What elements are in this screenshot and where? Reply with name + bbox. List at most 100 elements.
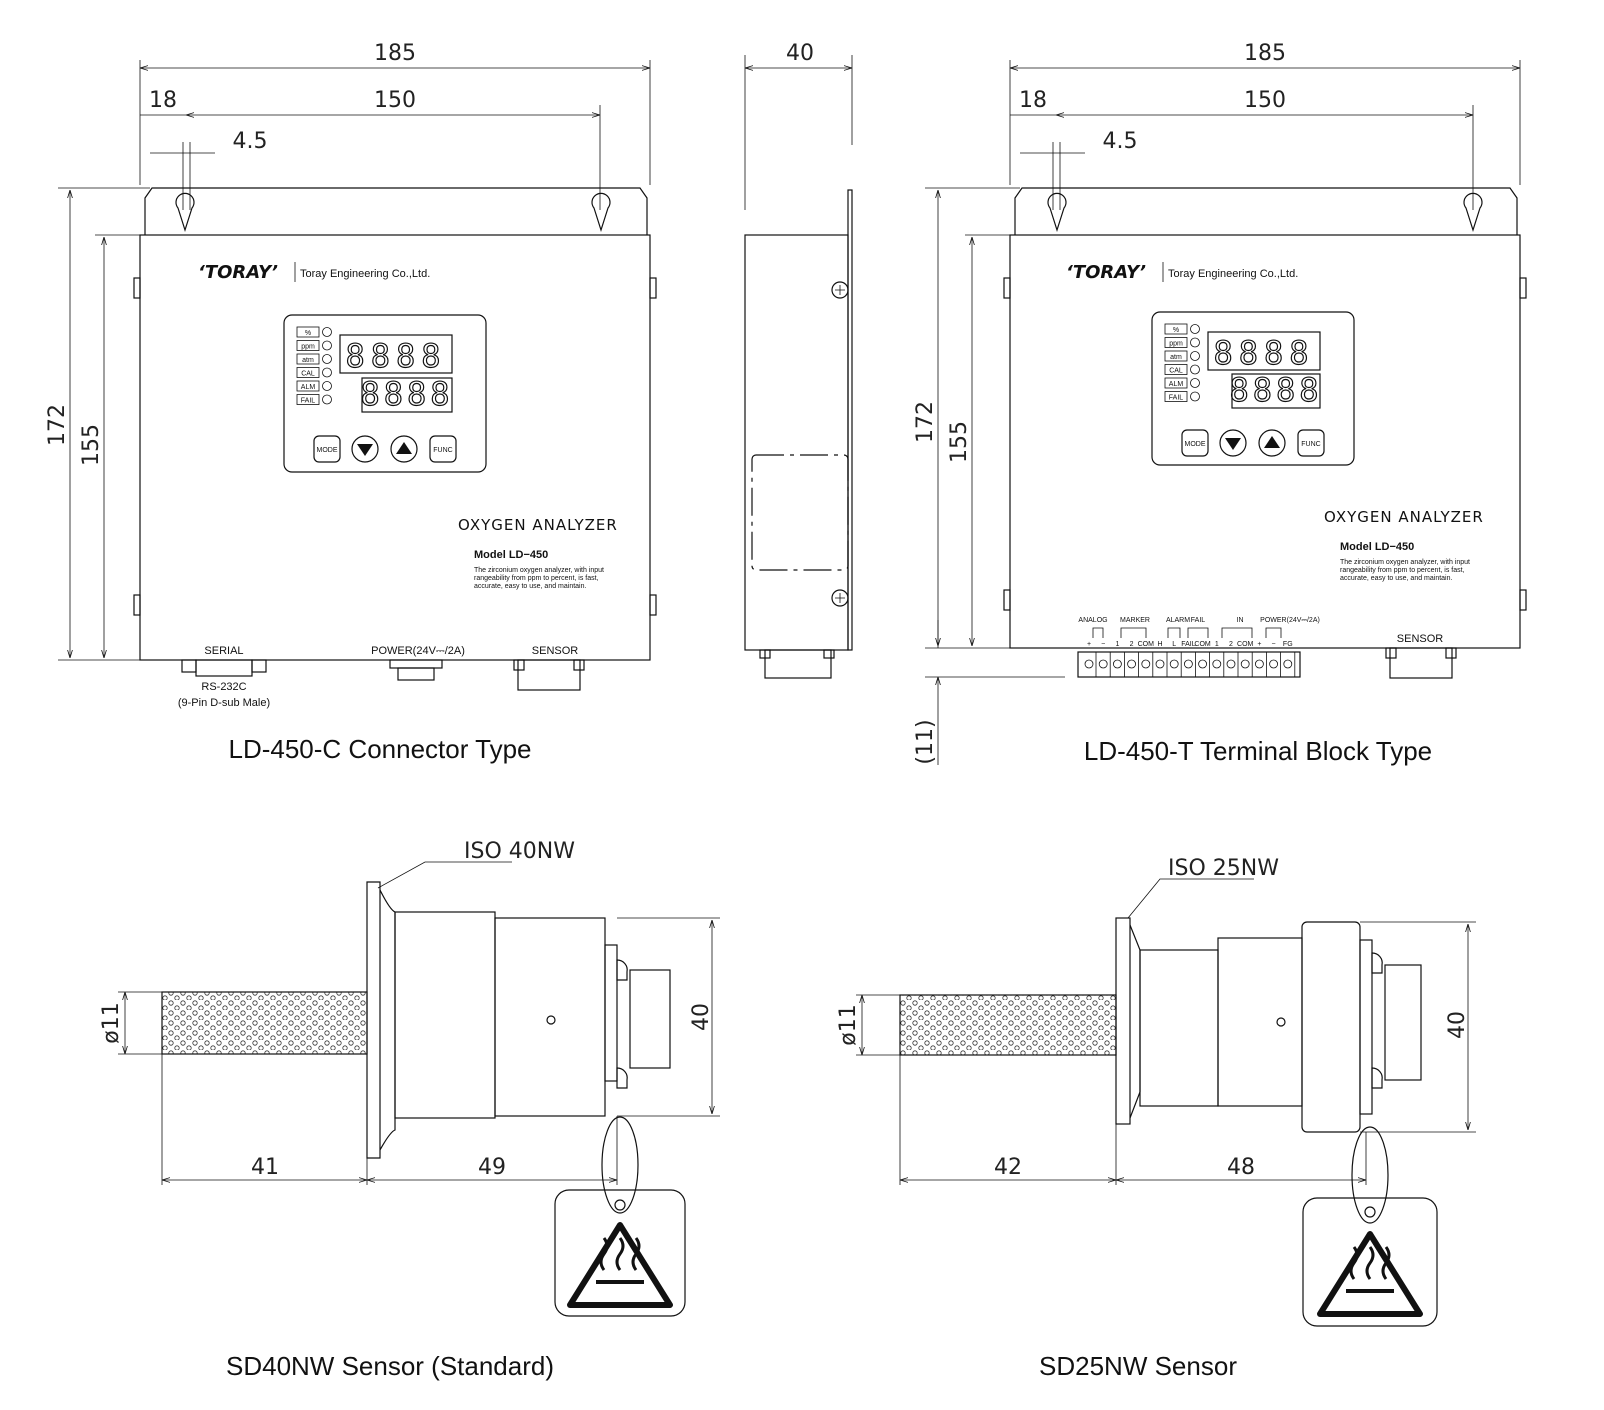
display-top [1207,331,1321,371]
terminal-group-label: FAIL [1191,617,1206,624]
indicator-led-icon [322,327,332,337]
terminal-screw-icon [1269,659,1278,669]
terminal-screw-icon [1169,659,1179,669]
terminal-group-label: IN [1237,617,1244,624]
terminal-pin-label: 2 [1229,641,1233,648]
terminal-screw-icon [1113,659,1122,669]
indicator-label: CAL [301,371,315,378]
dim-hole-spacing: 150 [374,88,416,113]
control-panel [283,314,487,473]
func-button[interactable] [1297,429,1325,457]
height-label: 40 [1445,1011,1470,1039]
heat-warning-tag [1302,1197,1438,1327]
terminal-group-label: POWER(24V⎓/2A) [1260,617,1320,624]
indicator-label: ALM [301,384,316,391]
flange [366,881,381,1159]
down-button[interactable] [351,435,379,463]
sensor-port-label: SENSOR [1397,633,1444,645]
indicator-label-box [296,394,320,405]
model-label: Model LD−450 [474,549,548,561]
terminal-pin-label: FAIL [1181,641,1196,648]
mode-button[interactable] [1181,429,1209,457]
desc-line-2: rangeability from ppm to percent, is fas… [1340,567,1465,574]
display-top [339,334,453,374]
connector-type-view: 185 150 18 4.5 172 155 ‘TORAY’ Toray Eng… [45,41,657,764]
indicator-led-icon [1190,351,1200,361]
display-top-digits: 8888 [1213,334,1314,372]
sd40nw-sensor: ISO 40NW ø11 40 41 49 SD40NW S [99,839,720,1381]
dim-width: 185 [374,41,416,66]
indicator-label-box [296,367,320,378]
terminal-screw-icon [1098,659,1108,669]
sd25nw-sensor: ISO 25NW ø11 40 42 48 SD25NW Sensor [836,856,1476,1381]
up-button[interactable] [1258,429,1286,457]
desc-line-1: The zirconium oxygen analyzer, with inpu… [474,567,604,574]
indicator-label: atm [1170,354,1182,361]
terminal-pin-label: − [1272,641,1276,648]
indicator-label-box [1164,364,1188,375]
control-panel [1151,311,1355,466]
terminal-pin-label: FG [1283,641,1293,648]
terminal-type-view: 185 150 18 4.5 172 155 (11) ‘TORAY’ Tora… [913,41,1527,766]
sensor-port [1389,647,1453,679]
terminal-pin-label: − [1101,641,1105,648]
terminal-caption: LD-450-T Terminal Block Type [1084,736,1432,766]
terminal-block [1077,651,1301,678]
sensor-port-label: SENSOR [532,645,579,657]
up-button[interactable] [390,435,418,463]
terminal-pin-label: COM [1237,641,1254,648]
terminal-screw-icon [1127,659,1136,669]
down-arrow-icon [357,444,373,456]
indicator-led-icon [1190,337,1200,348]
power-label: POWER(24V⎓/2A) [371,645,465,657]
indicator-led-icon [322,381,332,391]
dim-width: 185 [1244,41,1286,66]
indicator-label-box [296,340,320,351]
sensor-caption: SD40NW Sensor (Standard) [226,1351,554,1381]
desc-line-2: rangeability from ppm to percent, is fas… [474,575,599,582]
indicator-label-box [1164,377,1188,389]
down-arrow-icon [1225,438,1241,450]
terminal-screw-icon [1141,659,1151,669]
serial-label: SERIAL [204,645,243,657]
indicator-led-icon [1190,391,1200,402]
brand-logo: ‘TORAY’ [198,262,278,283]
terminal-screw-icon [1084,659,1094,669]
power-port [389,659,443,669]
indicator-label: FAIL [301,398,316,405]
func-button-label: FUNC [1301,441,1320,448]
dim-terminal-height: (11) [913,719,938,764]
dim-hole-spacing: 150 [1244,88,1286,113]
dim-hole-offset: 18 [1019,88,1047,113]
flange-label: ISO 25NW [1168,856,1279,881]
terminal-pin-label: COM [1194,641,1211,648]
func-button[interactable] [429,435,457,463]
dsub-label: (9-Pin D-sub Male) [178,697,270,709]
down-button[interactable] [1219,429,1247,457]
terminal-pin-label: 2 [1130,641,1134,648]
company-name: Toray Engineering Co.,Ltd. [300,268,430,280]
indicator-led-icon [1190,324,1200,334]
hot-surface-icon [1317,1231,1423,1317]
up-arrow-icon [1264,436,1280,448]
indicator-led-icon [322,354,332,364]
dim-height-total: 172 [45,404,70,446]
indicator-label: % [305,330,311,337]
terminal-pin-label: H [1157,641,1162,648]
terminal-pin-label: + [1257,641,1261,648]
indicator-led-icon [322,367,332,378]
mode-button[interactable] [313,435,341,463]
terminal-pin-label: COM [1138,641,1155,648]
rs232c-label: RS-232C [201,681,246,693]
side-body [744,234,849,651]
display-bottom [361,377,453,413]
desc-line-3: accurate, easy to use, and maintain. [1340,575,1453,582]
indicator-label-box [296,326,320,338]
terminal-pin-label: + [1087,641,1091,648]
flange [1115,917,1131,1125]
dim-height-total: 172 [913,401,938,443]
indicator-label: CAL [1169,368,1183,375]
indicator-label: ALM [1169,381,1184,388]
